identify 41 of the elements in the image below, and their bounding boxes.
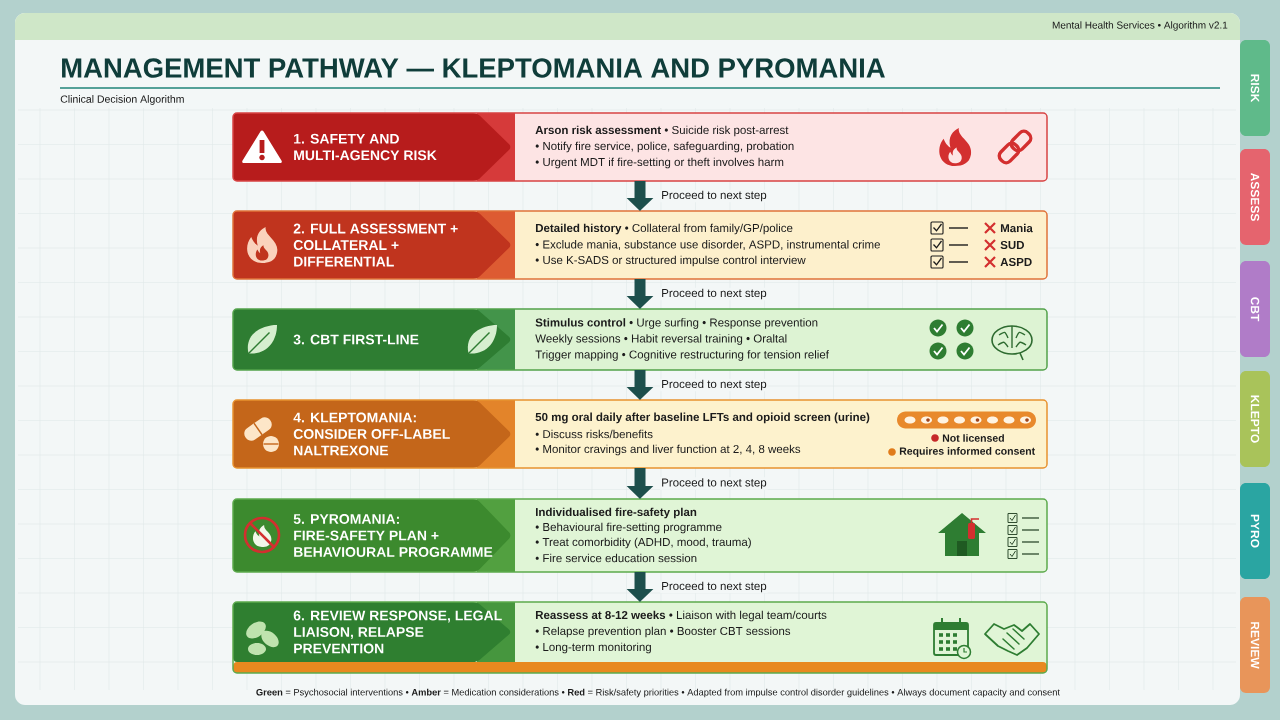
step-text: • Relapse prevention plan • Booster CBT sessions	[535, 626, 791, 638]
step-text: Reassess at 8-12 weeks • Liaison with legal team/courts	[536, 610, 827, 622]
step-text: • Notify fire service, police, safeguarding, probation	[535, 141, 794, 153]
header-bar: Mental Health Services • Algorithm v2.1	[15, 13, 1240, 40]
step-title: 1. SAFETY AND MULTI-AGENCY RISK	[294, 133, 437, 161]
step-text: Stimulus control • Urge surfing • Response prevention	[535, 318, 818, 329]
step-text: • Exclude mania, substance use disorder, ASPD, instrumental crime	[535, 240, 880, 250]
step-title: 3. CBT FIRST-LINE	[293, 334, 419, 345]
note-text: Requires informed consent	[899, 447, 1035, 457]
edge-label: Proceed to next step	[660, 477, 768, 490]
note-text: Not licensed	[942, 434, 1004, 442]
side-tab: REVIEW	[1240, 597, 1270, 693]
step-title: 6. REVIEW RESPONSE, LEGAL LIAISON, RELAPSE PREVENTION	[293, 610, 502, 654]
step-text: • Discuss risks/benefits	[535, 429, 653, 439]
subtitle: Clinical Decision Algorithm	[60, 95, 184, 105]
criterion-text: SUD	[1000, 240, 1024, 250]
side-tab: PYRO	[1240, 483, 1270, 579]
step-title: 4. KLEPTOMANIA: CONSIDER OFF-LABEL NALTREXONE	[293, 412, 450, 456]
step-text: 50 mg oral daily after baseline LFTs and opioid screen (urine)	[535, 412, 870, 424]
step-text: Arson risk assessment • Suicide risk post-arrest	[535, 125, 789, 137]
step-text: • Behavioural fire-setting programme	[535, 522, 722, 534]
criterion-text: Mania	[1000, 223, 1033, 233]
step-text: Trigger mapping • Cognitive restructuring for tension relief	[535, 350, 829, 361]
side-tab: RISK	[1240, 40, 1270, 136]
step-title: 5. PYROMANIA: FIRE-SAFETY PLAN + BEHAVIOURAL PROGRAMME	[293, 514, 493, 557]
side-tab: KLEPTO	[1240, 371, 1270, 467]
step-title: 2. FULL ASSESSMENT + COLLATERAL + DIFFERENTIAL	[293, 223, 458, 267]
step-text: • Treat comorbidity (ADHD, mood, trauma)	[535, 537, 751, 549]
side-tab: CBT	[1240, 261, 1270, 357]
step-text: • Fire service education session	[535, 553, 697, 563]
step-text: • Monitor cravings and liver function at 2, 4, 8 weeks	[535, 444, 801, 456]
step-text: • Long-term monitoring	[535, 642, 651, 654]
side-tab: ASSESS	[1240, 149, 1270, 245]
step-text: • Use K-SADS or structured impulse control interview	[535, 255, 806, 267]
step-text: Detailed history • Collateral from family/GP/police	[536, 223, 793, 235]
title: MANAGEMENT PATHWAY — KLEPTOMANIA AND PYROMANIA	[62, 58, 885, 78]
step-text: • Urgent MDT if fire-setting or theft involves harm	[535, 157, 784, 169]
footnote: Green = Psychosocial interventions • Amber = Medication considerations • Red = Risk/safety priorities • Adapted from impulse control disorder guidelines • Always document capacity and consent	[256, 688, 1060, 698]
step-text: Weekly sessions • Habit reversal training • Oraltal	[535, 334, 787, 345]
step-text: Individualised fire-safety plan	[536, 507, 697, 519]
criterion-text: ASPD	[1000, 257, 1032, 267]
